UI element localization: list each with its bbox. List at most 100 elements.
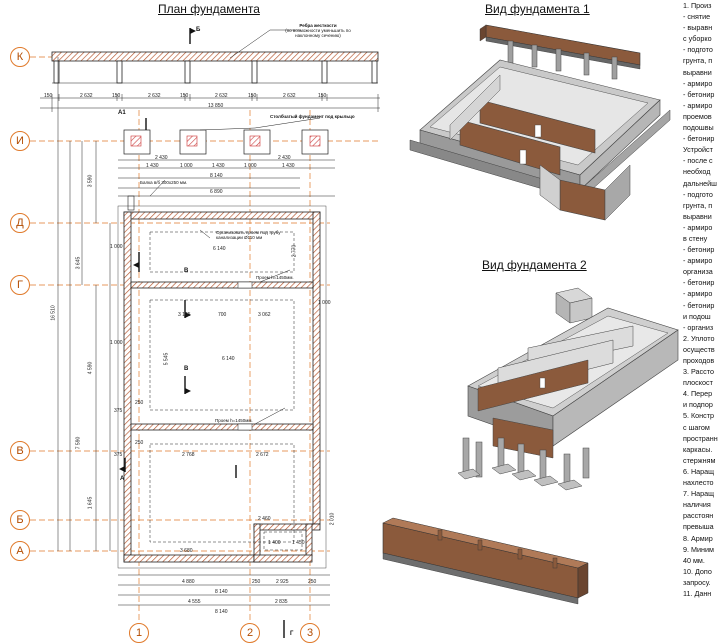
dim-top-8: 2 632 — [283, 93, 296, 99]
dim-vert-6: 16 510 — [50, 305, 57, 321]
note-line: 9. Миним — [683, 544, 714, 554]
dim-row-i2-5: 1 430 — [282, 163, 295, 169]
note-line: - выравн — [683, 23, 713, 33]
dim-small-9: 1 450 — [292, 540, 305, 546]
dim-bottom-5: 4 555 — [188, 599, 201, 605]
note-line: - армиро — [683, 256, 713, 266]
dim-row-i2-3: 1 430 — [212, 163, 225, 169]
note-line: с уборко — [683, 34, 712, 44]
axis-label-d: Д — [10, 213, 30, 233]
note-line: в стену — [683, 233, 708, 243]
note-line: 11. Данн — [683, 588, 712, 598]
view1-title: Вид фундамента 1 — [485, 2, 590, 16]
note-line: - армиро — [683, 100, 713, 110]
note-line: и подош — [683, 311, 711, 321]
note-line: выравни — [683, 211, 712, 221]
note-line: - снятие — [683, 12, 711, 22]
dim-top-4: 2 632 — [148, 93, 161, 99]
note-line: 4. Перер — [683, 389, 713, 399]
note-line: превыша — [683, 522, 714, 532]
note-line: - армиро — [683, 78, 713, 88]
note-line: - бетонир — [683, 278, 715, 288]
note-line: осуществ — [683, 344, 715, 354]
dim-bottom-4: 250 — [308, 579, 317, 585]
note-line: с шагом — [683, 422, 710, 432]
dim-row-i2-1: 1 430 — [146, 163, 159, 169]
dim-row-i2-4: 1 000 — [244, 163, 257, 169]
note-line: каркасы. — [683, 444, 713, 454]
note-line: грунта, п — [683, 200, 713, 210]
dim-inner-5: 3 062 — [258, 312, 271, 318]
dim-small-1: 1 000 — [110, 244, 123, 250]
dim-small-11: 3 680 — [180, 548, 193, 554]
axis-label-i: И — [10, 131, 30, 151]
note-line: - организ — [683, 322, 714, 332]
note-line: выравни — [683, 67, 712, 77]
dim-inner-10: 2 460 — [258, 516, 271, 522]
note-line: 1. Произ — [683, 1, 712, 10]
column-foundation-callout: Столбчатый фундамент под крыльцо — [270, 114, 355, 119]
note-line: Устройст — [683, 145, 713, 155]
ribs-callout: Ребра жесткости (по возможности уменьшит… — [285, 23, 351, 38]
plan-title: План фундамента — [158, 2, 260, 16]
note-line: стержням — [683, 455, 716, 465]
dim-small-10: 2 010 — [329, 512, 336, 526]
note-line: - армиро — [683, 289, 713, 299]
section-mark-g: Г — [290, 631, 294, 637]
dim-small-6: 250 — [135, 440, 144, 446]
foundation-plan-drawing — [30, 28, 380, 638]
dim-top-5: 150 — [180, 93, 189, 99]
note-line: грунта, п — [683, 56, 713, 66]
dim-top-3: 150 — [112, 93, 121, 99]
dim-bottom-2: 250 — [252, 579, 261, 585]
beam-callout: Балка в/б 300х250 мм. — [140, 180, 188, 185]
note-line: пространн — [683, 433, 718, 443]
opening-callout-2: Проем h=1450мм. — [215, 418, 253, 423]
note-line: проходов — [683, 356, 715, 365]
dim-vert-2: 3 645 — [75, 256, 82, 270]
dim-bottom-3: 2 925 — [276, 579, 289, 585]
note-line: и подпор — [683, 400, 713, 410]
note-line: 40 мм. — [683, 555, 705, 565]
axis-label-k: К — [10, 47, 30, 67]
note-line: проемов — [683, 111, 712, 121]
note-line: - подгото — [683, 45, 713, 55]
note-line: 5. Констр — [683, 411, 715, 421]
dim-vert-4: 1 645 — [87, 496, 94, 510]
section-mark-v1: В — [184, 268, 189, 274]
dim-row-i2-2: 1 000 — [180, 163, 193, 169]
axis-label-v: В — [10, 441, 30, 461]
note-line: 6. Наращ — [683, 466, 715, 476]
dim-inner-8: 2 768 — [182, 452, 195, 458]
note-line: наличия — [683, 500, 711, 510]
dim-top-9: 150 — [318, 93, 327, 99]
note-line: - бетонир — [683, 134, 715, 144]
dim-row-i3: 8 140 — [210, 173, 223, 179]
note-line: необход — [683, 167, 711, 177]
foundation-view-1-3d — [409, 24, 671, 221]
dim-row-i-1: 2 430 — [155, 155, 168, 161]
dim-small-4: 375 — [114, 452, 123, 458]
opening-callout-1: Проем h=1450мм. — [256, 275, 294, 280]
dim-row-i4: 6 890 — [210, 189, 223, 195]
dim-vert-5: 7 590 — [75, 436, 82, 450]
dim-inner-6: 5 545 — [163, 352, 170, 366]
section-mark-a1: А1 — [118, 110, 126, 116]
dim-bottom-total-1: 8 140 — [215, 589, 228, 595]
dim-inner-9: 2 672 — [256, 452, 269, 458]
dim-inner-7: 6 140 — [222, 356, 235, 362]
note-line: - бетонир — [683, 89, 715, 99]
note-line: дальнейш — [683, 178, 717, 188]
dim-inner-1: 6 140 — [213, 246, 226, 252]
dim-bottom-1: 4 880 — [182, 579, 195, 585]
note-line: - после с — [683, 156, 713, 166]
axis-label-g: Г — [10, 275, 30, 295]
dim-inner-2: 2 770 — [291, 244, 298, 258]
dim-small-2: 1 000 — [318, 300, 331, 306]
note-line: запросу. — [683, 577, 711, 587]
dim-small-5: 250 — [135, 400, 144, 406]
dim-top-total: 13 850 — [208, 103, 224, 109]
dim-bottom-total-2: 8 140 — [215, 609, 228, 615]
dim-row-i-2: 2 430 — [278, 155, 291, 161]
